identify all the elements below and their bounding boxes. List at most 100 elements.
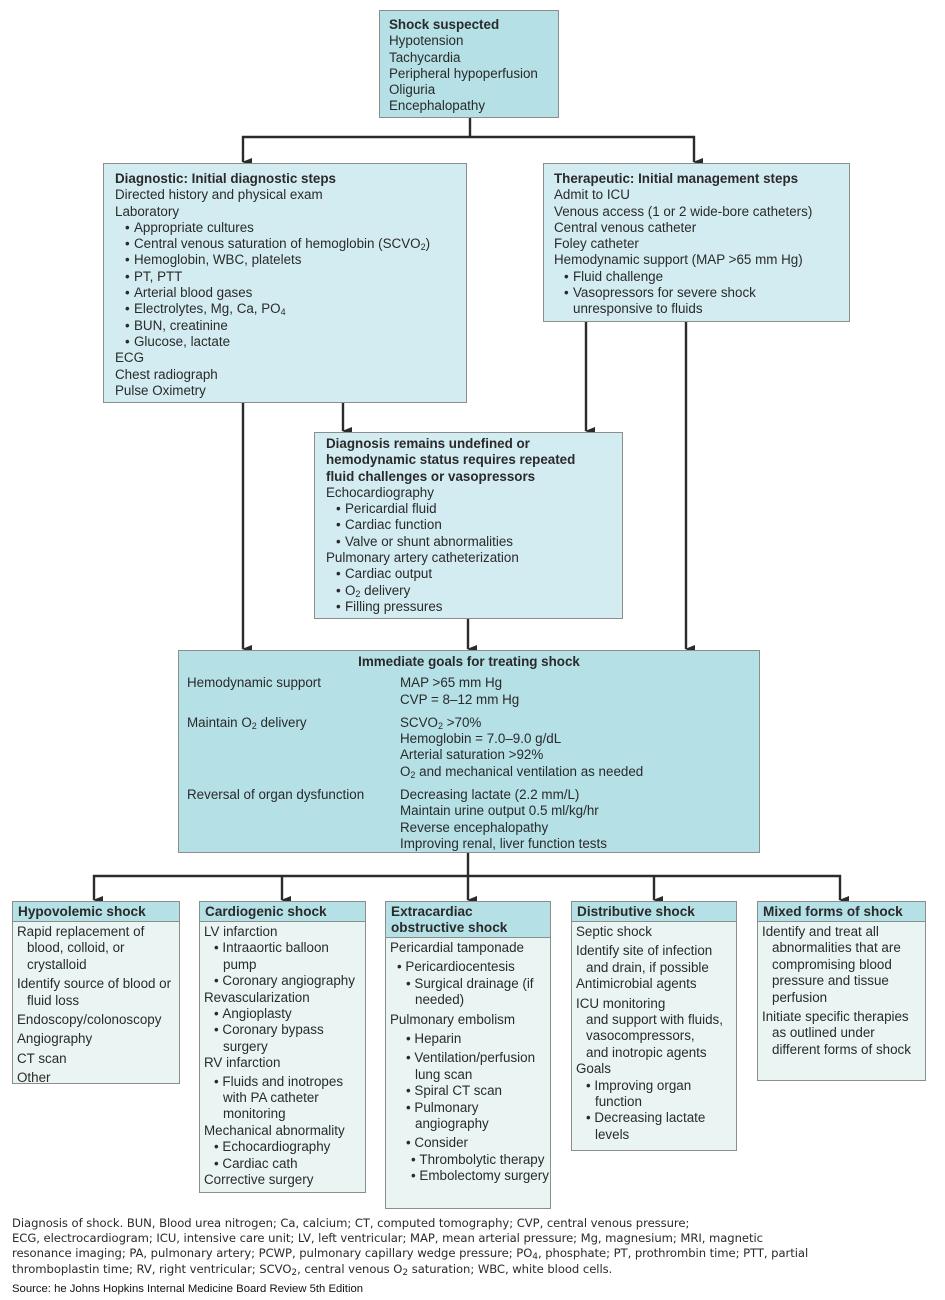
list-item: • Echocardiography bbox=[214, 1139, 331, 1155]
list-item: • Angioplasty bbox=[214, 1006, 292, 1022]
source-credit: Source: he Johns Hopkins Internal Medici… bbox=[12, 1283, 364, 1295]
list-item: Admit to ICU bbox=[554, 187, 630, 203]
list-item: Corrective surgery bbox=[204, 1172, 314, 1188]
list-item: BUN, creatinine bbox=[115, 318, 458, 334]
list-item: • Intraaortic balloon pump bbox=[214, 940, 329, 972]
list-item: • Pulmonary angiography bbox=[406, 1099, 489, 1132]
list-item: Venous access (1 or 2 wide-bore catheter… bbox=[554, 203, 813, 219]
list-item: Pulmonary embolism bbox=[390, 1011, 516, 1027]
list-item: Arterial blood gases bbox=[115, 285, 458, 301]
list-item: Cardiac output bbox=[326, 566, 614, 582]
box-title: Extracardiac obstructive shock bbox=[386, 902, 550, 938]
box-title: fluid challenges or vasopressors bbox=[326, 468, 536, 484]
list-item: Revascularization bbox=[204, 989, 310, 1005]
list-item: • Consider bbox=[406, 1135, 469, 1151]
list-item: • Embolectomy surgery bbox=[411, 1168, 549, 1184]
goal-value: Hemoglobin = 7.0–9.0 g/dL bbox=[400, 731, 562, 747]
list-item: Identify source of blood or fluid loss bbox=[17, 976, 172, 1008]
hypovolemic-shock-box: Hypovolemic shock Rapid replacement of b… bbox=[12, 901, 180, 1086]
list-item: • Thrombolytic therapy bbox=[411, 1151, 545, 1167]
goal-value: Reverse encephalopathy bbox=[400, 819, 549, 835]
list-item: Other bbox=[17, 1070, 51, 1086]
box-title: Shock suspected bbox=[389, 17, 500, 32]
list-item: CT scan bbox=[17, 1050, 67, 1066]
list-item: Foley catheter bbox=[554, 236, 639, 252]
mixed-shock-box: Mixed forms of shock Identify and treat … bbox=[757, 901, 926, 1081]
symptom: Hypotension bbox=[389, 33, 464, 49]
list-item: Central venous catheter bbox=[554, 219, 697, 235]
box-title: Cardiogenic shock bbox=[200, 902, 365, 922]
list-item: Laboratory bbox=[115, 203, 180, 219]
list-item: • Heparin bbox=[406, 1031, 462, 1047]
list-item: PT, PTT bbox=[115, 269, 458, 285]
goal-value: MAP >65 mm Hg bbox=[400, 675, 503, 691]
list-item: Antimicrobial agents bbox=[576, 976, 697, 992]
list-item: • Coronary bypass surgery bbox=[214, 1022, 324, 1054]
list-item: Endoscopy/colonoscopy bbox=[17, 1012, 162, 1028]
list-item: Pulmonary artery catheterization bbox=[326, 550, 519, 566]
list-item: Electrolytes, Mg, Ca, PO4 bbox=[115, 301, 458, 317]
therapeutic-steps-box: Therapeutic: Initial management steps Ad… bbox=[543, 163, 850, 322]
figure-caption: Diagnosis of shock. BUN, Blood urea nitr… bbox=[12, 1216, 809, 1278]
symptom: Oliguria bbox=[389, 82, 436, 98]
list-item: LV infarction bbox=[204, 924, 278, 939]
goal-value: Arterial saturation >92% bbox=[400, 747, 544, 763]
box-title: Immediate goals for treating shock bbox=[358, 654, 580, 669]
box-title: Mixed forms of shock bbox=[758, 902, 925, 922]
list-item: • Surgical drainage (if needed) bbox=[406, 975, 534, 1008]
box-title: Distributive shock bbox=[572, 902, 736, 922]
distributive-shock-box: Distributive shock Septic shock Identify… bbox=[571, 901, 737, 1151]
list-item: • Cardiac cath bbox=[214, 1155, 298, 1171]
list-item: vasocompressors, bbox=[586, 1028, 695, 1044]
box-title: Diagnosis remains undefined or bbox=[326, 436, 530, 451]
list-item: Hemodynamic support (MAP >65 mm Hg) bbox=[554, 252, 803, 268]
list-item: Directed history and physical exam bbox=[115, 187, 323, 203]
goal-label: Reversal of organ dysfunction bbox=[187, 787, 365, 803]
box-title: Therapeutic: Initial management steps bbox=[554, 171, 799, 186]
list-item: Rapid replacement of blood, colloid, or … bbox=[17, 924, 145, 972]
goal-value: O2 and mechanical ventilation as needed bbox=[400, 763, 644, 780]
cardiogenic-shock-box: Cardiogenic shock LV infarction • Intraa… bbox=[199, 901, 366, 1193]
list-item: Goals bbox=[576, 1061, 611, 1077]
list-item: Filling pressures bbox=[326, 599, 614, 615]
diagnosis-undefined-box: Diagnosis remains undefined or hemodynam… bbox=[314, 432, 623, 619]
list-item: Identify and treat all abnormalities tha… bbox=[762, 924, 901, 1005]
list-item: Septic shock bbox=[576, 924, 652, 939]
list-item: RV infarction bbox=[204, 1055, 281, 1071]
goal-value: Improving renal, liver function tests bbox=[400, 835, 607, 851]
immediate-goals-box: Immediate goals for treating shock Hemod… bbox=[178, 650, 760, 853]
list-item: • Improving organ function bbox=[586, 1077, 692, 1110]
symptom: Encephalopathy bbox=[389, 98, 486, 114]
list-item: • Fluids and inotropes with PA catheter … bbox=[214, 1073, 344, 1122]
list-item: Pericardial fluid bbox=[326, 501, 614, 517]
list-item: Fluid challenge bbox=[554, 269, 841, 285]
list-item: and inotropic agents bbox=[586, 1044, 707, 1060]
goal-value: Decreasing lactate (2.2 mm/L) bbox=[400, 787, 580, 803]
list-item: Chest radiograph bbox=[115, 366, 218, 382]
list-item: Pericardial tamponade bbox=[390, 940, 524, 955]
list-item: Valve or shunt abnormalities bbox=[326, 534, 614, 550]
list-item: Glucose, lactate bbox=[115, 334, 458, 350]
list-item: ECG bbox=[115, 350, 145, 366]
list-item: • Ventilation/perfusion lung scan bbox=[406, 1050, 536, 1082]
list-item: ICU monitoring bbox=[576, 995, 666, 1011]
goal-label: Maintain O2 delivery bbox=[187, 714, 307, 731]
list-item: Initiate specific therapies as outlined … bbox=[762, 1009, 911, 1057]
goal-label: Hemodynamic support bbox=[187, 675, 321, 691]
list-item: Identify site of infection and drain, if… bbox=[576, 943, 713, 975]
goal-value: Maintain urine output 0.5 ml/kg/hr bbox=[400, 803, 599, 819]
list-item: O2 delivery bbox=[326, 583, 614, 599]
diagnostic-steps-box: Diagnostic: Initial diagnostic steps Dir… bbox=[103, 163, 467, 403]
list-item: • Coronary angiography bbox=[214, 973, 355, 989]
goal-value: SCVO2 >70% bbox=[400, 714, 482, 731]
list-item: • Decreasing lactate levels bbox=[586, 1110, 706, 1142]
extracardiac-shock-box: Extracardiac obstructive shock Pericardi… bbox=[385, 901, 551, 1209]
list-item: • Spiral CT scan bbox=[406, 1083, 502, 1099]
box-title: Hypovolemic shock bbox=[13, 902, 179, 922]
list-item: Echocardiography bbox=[326, 484, 434, 500]
list-item: and support with fluids, bbox=[586, 1012, 723, 1028]
box-title: hemodynamic status requires repeated bbox=[326, 452, 576, 468]
list-item: Mechanical abnormality bbox=[204, 1122, 345, 1138]
box-title: Diagnostic: Initial diagnostic steps bbox=[115, 171, 336, 186]
